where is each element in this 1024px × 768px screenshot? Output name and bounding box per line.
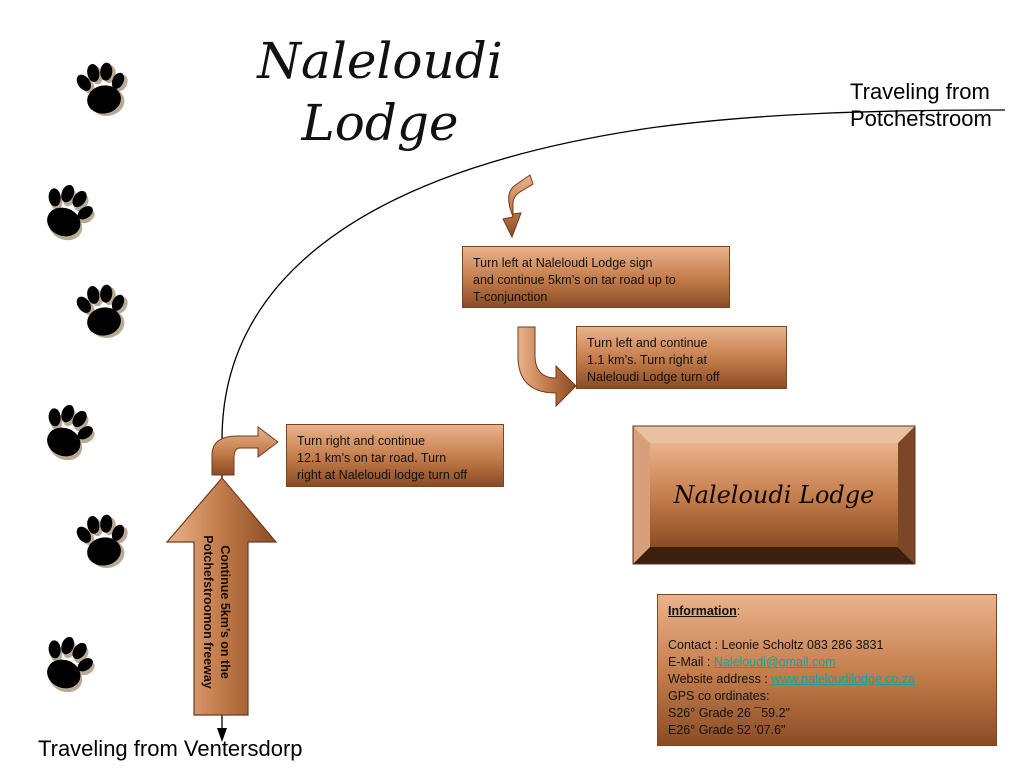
paw-print-icon [71,280,136,343]
step-box-turn-left-continue: Turn left and continue 1.1 km’s. Turn ri… [576,326,787,389]
turn-left-arrow-icon [502,174,534,239]
step-text-line: Turn left at Naleloudi Lodge sign [473,256,653,270]
paw-print-icon [71,58,136,121]
lodge-sign-frame [632,425,916,565]
info-heading-row: Information: [668,603,986,620]
label-from-ventersdorp: Traveling from Ventersdorp [38,736,303,761]
step-text-line: Turn left and continue [587,336,708,350]
info-website-row: Website address : www.naleloudilodge.co.… [668,671,986,688]
step-text-line: 1.1 km’s. Turn right at [587,353,707,367]
step-box-turn-right: Turn right and continue 12.1 km’s on tar… [286,424,504,487]
info-gps-s: S26° Grade 26 ¯59.2" [668,706,790,720]
info-email-row: E-Mail : Naleloudi@gmail.com [668,654,986,671]
freeway-arrow [165,477,278,716]
paw-print-icon [34,397,104,468]
paw-print-icon [34,177,104,248]
route-end-arrow-icon [217,728,227,742]
step-text-line: 12.1 km’s on tar road. Turn [297,451,447,465]
label-line: Traveling from [850,79,990,104]
info-spacer [668,620,986,637]
email-link[interactable]: Naleloudi@gmail.com [713,655,836,669]
freeway-instruction: Continue 5km’s on the Potchefstroomon fr… [199,520,233,705]
lodge-sign-label: Naleloudi Lodge [673,481,875,509]
step-text-line: T-conjunction [473,290,548,304]
turn-right-arrow-icon [211,426,279,476]
info-website-label: Website address : [668,672,772,686]
title-line-1: Naleloudi [257,32,503,90]
paw-print-icon [34,629,104,700]
label-from-potchefstroom: Traveling from Potchefstroom [850,78,1020,132]
info-gps-label: GPS co ordinates: [668,689,770,703]
paw-print-icon [71,510,136,573]
step-text-line: and continue 5km’s on tar road up to [473,273,676,287]
step-text-line: Naleloudi Lodge turn off [587,370,720,384]
info-heading-colon: : [736,604,741,618]
info-email-label: E-Mail : [668,655,714,669]
info-heading: Information [668,604,737,618]
step-text-line: Turn right and continue [297,434,426,448]
information-box: Information: Contact : Leonie Scholtz 08… [657,594,997,746]
page-title: Naleloudi Lodge [210,30,550,154]
info-gps-e: E26° Grade 52 '07.6" [668,723,786,737]
label-line: Potchefstroom [850,106,992,131]
step-box-turn-left-sign: Turn left at Naleloudi Lodge sign and co… [462,246,730,308]
website-link[interactable]: www.naleloudilodge.co.za [771,672,916,686]
freeway-text-line: Continue 5km’s on the [218,545,232,679]
turn-left-curve-arrow-icon [517,326,577,408]
route-line [221,109,1006,735]
step-text-line: right at Naleloudi lodge turn off [297,468,468,482]
title-line-2: Lodge [301,94,459,152]
info-contact: Contact : Leonie Scholtz 083 286 3831 [668,638,884,652]
freeway-text-line: Potchefstroomon freeway [201,535,215,689]
